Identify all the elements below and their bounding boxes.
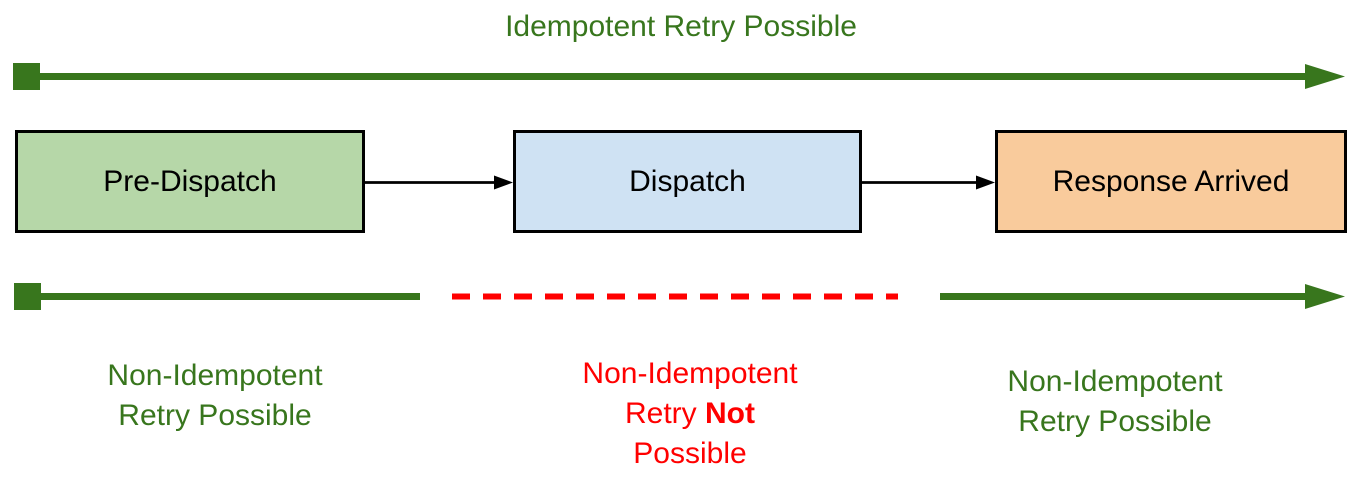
label-non-idempotent-right: Non-Idempotent Retry Possible: [965, 362, 1265, 442]
label-line: Retry Possible: [118, 399, 312, 432]
arrowhead-right-icon: [976, 175, 995, 190]
stage-box-dispatch: Dispatch: [513, 130, 862, 233]
stage-label-dispatch: Dispatch: [629, 164, 746, 198]
label-line: Non-Idempotent: [1007, 365, 1223, 398]
non-idempotent-retry-timeline: [14, 283, 1345, 310]
label-line: Retry Not: [625, 397, 755, 430]
arrowhead-right-icon: [494, 175, 513, 190]
stage-box-response-arrived: Response Arrived: [995, 130, 1347, 233]
label-non-idempotent-left: Non-Idempotent Retry Possible: [65, 356, 365, 436]
connector-arrow-dispatch-to-response: [862, 175, 995, 190]
arrowhead-right-icon: [1305, 64, 1345, 89]
label-line: Possible: [633, 437, 747, 470]
idempotent-retry-title: Idempotent Retry Possible: [505, 10, 857, 43]
label-non-idempotent-middle: Non-Idempotent Retry Not Possible: [540, 354, 840, 474]
stage-label-response-arrived: Response Arrived: [1052, 164, 1290, 198]
label-line: Non-Idempotent: [582, 357, 798, 390]
label-line: Non-Idempotent: [107, 359, 323, 392]
stage-label-pre-dispatch: Pre-Dispatch: [103, 164, 277, 198]
idempotent-retry-arrow: [13, 63, 1345, 90]
arrowhead-right-icon: [1305, 284, 1345, 309]
label-line: Retry Possible: [1018, 405, 1212, 438]
connector-arrow-pre-to-dispatch: [365, 175, 513, 190]
stage-box-pre-dispatch: Pre-Dispatch: [15, 130, 365, 233]
